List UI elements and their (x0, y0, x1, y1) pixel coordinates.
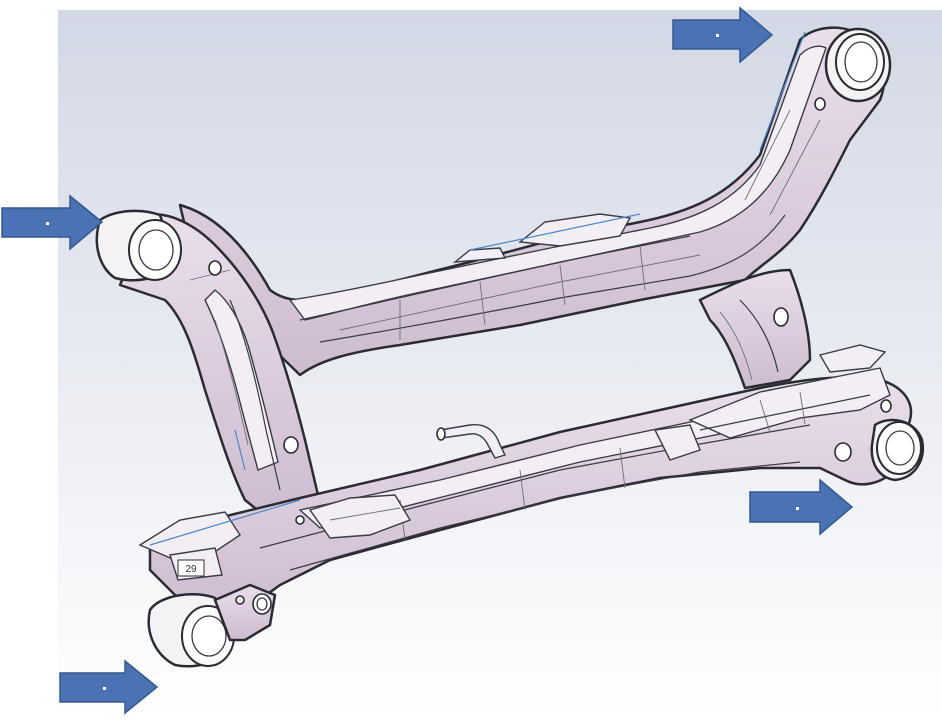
bushing-right (870, 418, 925, 482)
arrow-left (1, 194, 104, 251)
label-plate (177, 559, 205, 577)
lower-cross-member: 29 (138, 344, 913, 617)
arrow-top-right (672, 6, 774, 64)
label-plate-text: 29 (185, 564, 197, 575)
arrow-right (749, 478, 854, 536)
mount-holes (208, 97, 892, 605)
bushing-left (95, 209, 182, 282)
arrow-bottom-left (59, 659, 159, 715)
right-side-member (698, 268, 812, 390)
left-side-member (118, 213, 320, 522)
bushing-top-right (824, 27, 892, 103)
bushing-bottom-left (147, 583, 277, 668)
